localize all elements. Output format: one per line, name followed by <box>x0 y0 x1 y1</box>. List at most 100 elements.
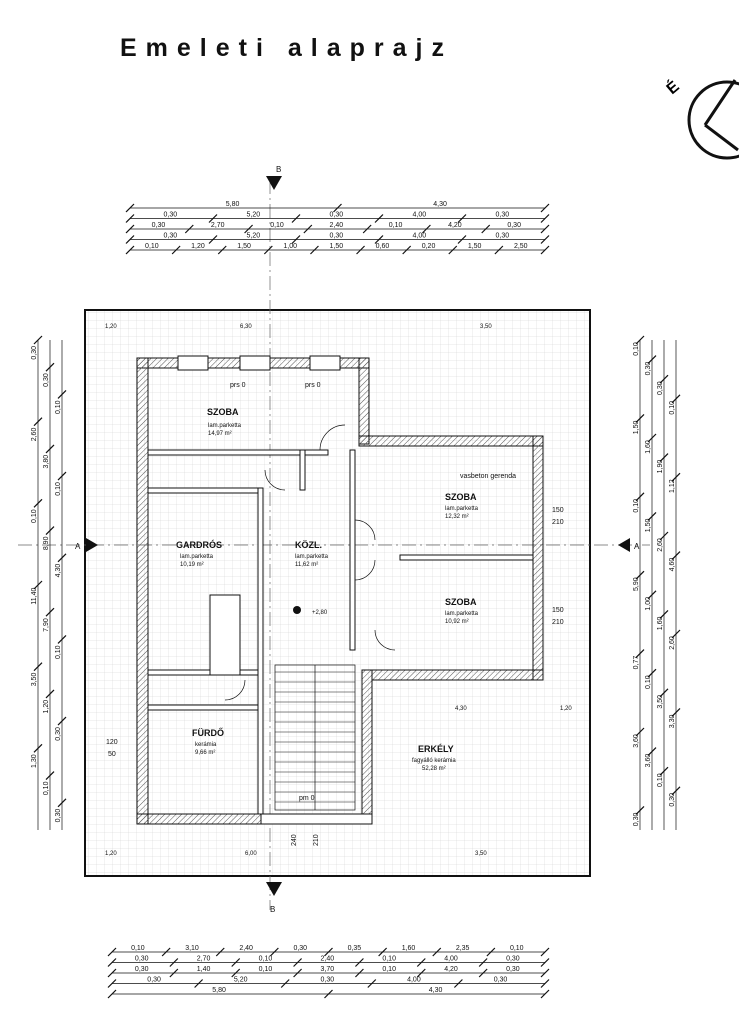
dimension-value: 4,20 <box>444 966 458 973</box>
dimension-tick <box>540 235 550 244</box>
dimension-tick <box>45 526 55 535</box>
dimension-tick <box>215 947 225 957</box>
dimension-tick <box>57 553 67 563</box>
dimension-tick <box>671 786 681 796</box>
svg-text:lam.parketta: lam.parketta <box>445 506 479 512</box>
dimension-value: 0,30 <box>55 809 62 823</box>
dimension-value: 2,40 <box>330 222 344 229</box>
svg-text:ERKÉLY: ERKÉLY <box>418 744 454 754</box>
dimension-tick <box>280 979 290 988</box>
dimension-value: 0,30 <box>164 212 178 219</box>
dimension-tick <box>494 245 504 255</box>
section-marker-b-bottom: B <box>266 882 282 914</box>
dimension-value: 4,00 <box>413 233 427 240</box>
dimension-tick <box>478 968 488 978</box>
prs0-note-1: prs 0 <box>230 382 246 389</box>
dimension-value: 1,30 <box>31 754 38 768</box>
svg-text:150: 150 <box>552 607 564 614</box>
dimension-value: 3,60 <box>645 754 652 768</box>
dimension-value: 1,20 <box>43 700 50 714</box>
dimension-value: 3,10 <box>185 945 199 952</box>
svg-text:14,97 m²: 14,97 m² <box>208 431 232 437</box>
dimension-tick <box>208 214 218 223</box>
dimension-value: 0,30 <box>135 966 149 973</box>
dimension-tick <box>635 492 645 502</box>
dimension-tick <box>57 471 67 481</box>
dimension-value: 0,30 <box>507 222 521 229</box>
dimension-value: 5,80 <box>226 201 240 208</box>
svg-text:3,50: 3,50 <box>480 324 492 330</box>
svg-text:lam.parketta: lam.parketta <box>180 554 214 560</box>
dimension-tick <box>291 235 301 244</box>
dimension-tick <box>635 649 645 659</box>
dimension-value: 0,30 <box>293 945 307 952</box>
dimension-tick <box>303 224 313 234</box>
dimension-value: 1,00 <box>283 243 297 250</box>
dimension-tick <box>217 245 227 255</box>
dimension-value: 0,10 <box>645 675 652 689</box>
room-label-erkely: ERKÉLY fagyálló kerámia 52,28 m² <box>412 744 456 772</box>
dimension-value: 0,30 <box>506 956 520 963</box>
dimension-tick <box>33 662 43 672</box>
dimension-tick <box>125 203 135 213</box>
dimension-tick <box>45 689 55 699</box>
dimension-value: 0,10 <box>669 401 676 415</box>
dimension-value: 1,40 <box>197 966 211 973</box>
dimension-value: 0,10 <box>43 781 50 795</box>
svg-text:SZOBA: SZOBA <box>207 407 239 417</box>
dimension-tick <box>194 979 204 988</box>
dimension-value: 5,20 <box>247 233 261 240</box>
dimension-tick <box>293 968 302 978</box>
dimension-tick <box>659 374 669 384</box>
dimension-value: 2,60 <box>31 428 38 442</box>
dimension-tick <box>263 245 273 255</box>
dimension-value: 5,20 <box>234 977 248 984</box>
dimension-tick <box>107 947 117 957</box>
dimension-value: 1,50 <box>237 243 251 250</box>
dimension-value: 4,30 <box>429 987 443 994</box>
dimension-value: 0,10 <box>510 945 524 952</box>
dimension-value: 2,60 <box>657 538 664 552</box>
svg-text:120: 120 <box>106 739 118 746</box>
dimension-tick <box>448 245 458 255</box>
dimension-tick <box>540 203 550 213</box>
dimension-value: 0,10 <box>259 956 273 963</box>
pm0-note: pm 0 <box>299 795 315 802</box>
dimension-tick <box>540 245 550 255</box>
dimension-tick <box>481 224 491 234</box>
dimension-tick <box>169 958 179 967</box>
svg-text:3,50: 3,50 <box>475 851 487 857</box>
dimension-tick <box>659 531 669 541</box>
dimension-tick <box>107 979 117 988</box>
svg-text:B: B <box>270 905 275 914</box>
dimension-tick <box>367 979 377 988</box>
dimension-value: 4,00 <box>407 977 421 984</box>
svg-text:4,30: 4,30 <box>455 706 467 712</box>
dimension-value: 0,30 <box>633 812 640 826</box>
dimension-value: 0,30 <box>321 977 335 984</box>
dimension-value: 1,50 <box>330 243 344 250</box>
dimension-tick <box>647 747 657 757</box>
dimension-tick <box>671 551 681 561</box>
dimension-tick <box>169 968 179 978</box>
dimension-value: 2,60 <box>669 636 676 650</box>
dimension-tick <box>45 607 55 617</box>
svg-text:GARDRÓS: GARDRÓS <box>176 539 222 550</box>
prs0-note-2: prs 0 <box>305 382 321 389</box>
dimension-value: 2,40 <box>239 945 253 952</box>
svg-text:lam.parketta: lam.parketta <box>208 423 242 429</box>
dimension-tick <box>374 235 384 244</box>
dimension-tick <box>57 716 67 726</box>
dimension-value: 0,30 <box>657 381 664 395</box>
dimension-tick <box>33 335 43 345</box>
svg-text:fagyálló kerámia: fagyálló kerámia <box>412 758 456 764</box>
dimension-tick <box>635 727 645 737</box>
opening-dims: 150 210 150 210 120 50 240 210 <box>106 507 564 846</box>
dimension-value: 0,30 <box>164 233 178 240</box>
dimension-tick <box>659 766 669 776</box>
svg-text:11,62 m²: 11,62 m² <box>295 562 318 568</box>
dimension-tick <box>184 224 194 234</box>
dimension-tick <box>478 958 488 967</box>
dimension-value: 0,10 <box>31 509 38 523</box>
window <box>239 355 271 371</box>
